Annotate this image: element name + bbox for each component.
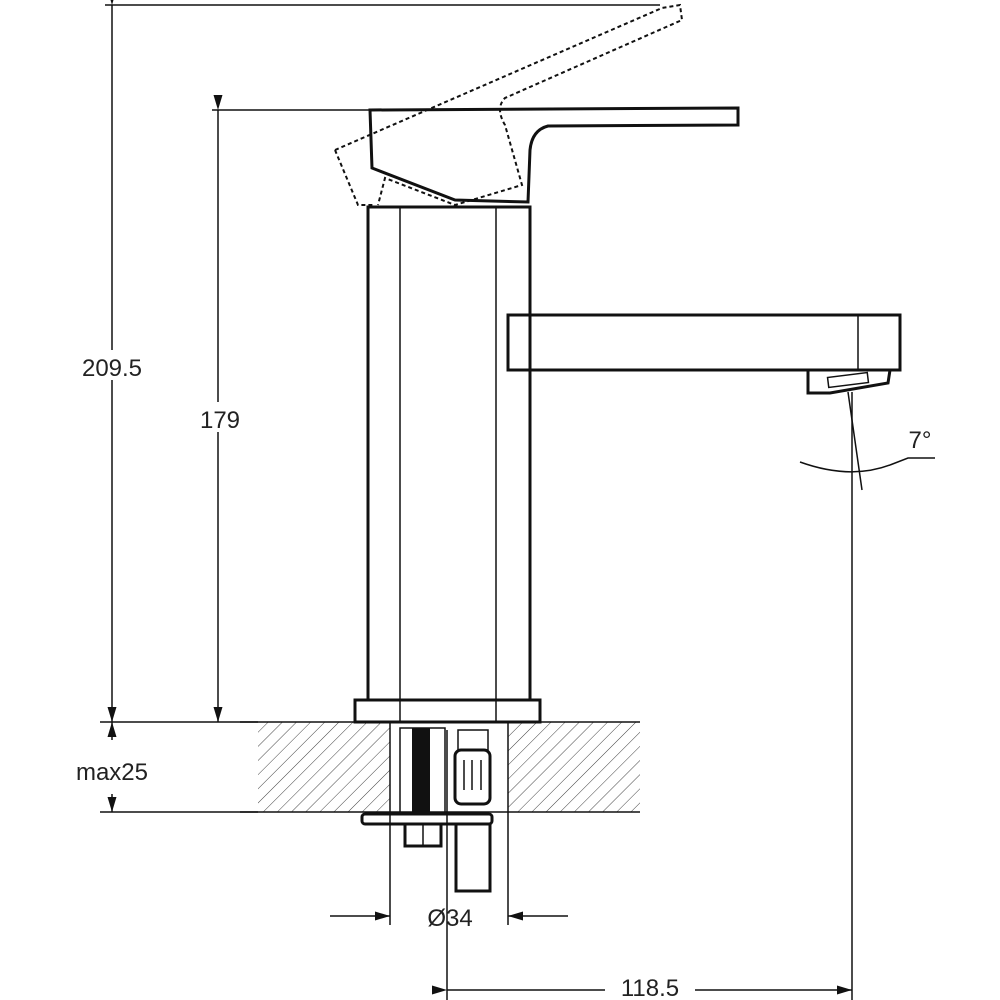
- dimension-label-spout-height: 179: [200, 407, 240, 434]
- dimension-total-height: 209.5: [65, 0, 660, 723]
- spout: [506, 313, 902, 395]
- dimension-spout-angle: 7°: [799, 391, 935, 491]
- dimension-spout-reach: 118.5: [432, 392, 853, 1000]
- lever-handle: [368, 106, 740, 204]
- dimension-label-diameter: Ø34: [427, 905, 472, 932]
- faucet-body: [353, 205, 542, 724]
- dimension-label-reach: 118.5: [621, 975, 679, 1000]
- dimension-mount-diameter: Ø34: [330, 812, 568, 932]
- dimension-label-angle: 7°: [909, 427, 932, 454]
- dimension-counter-thickness: max25: [76, 722, 258, 813]
- mounting-hardware: [360, 727, 494, 893]
- lever-raised-outline: [334, 3, 684, 207]
- dimension-spout-height: 179: [190, 95, 370, 722]
- dimension-label-max25: max25: [76, 759, 148, 786]
- dimension-label-total-height: 209.5: [82, 355, 142, 382]
- countertop: [240, 721, 640, 813]
